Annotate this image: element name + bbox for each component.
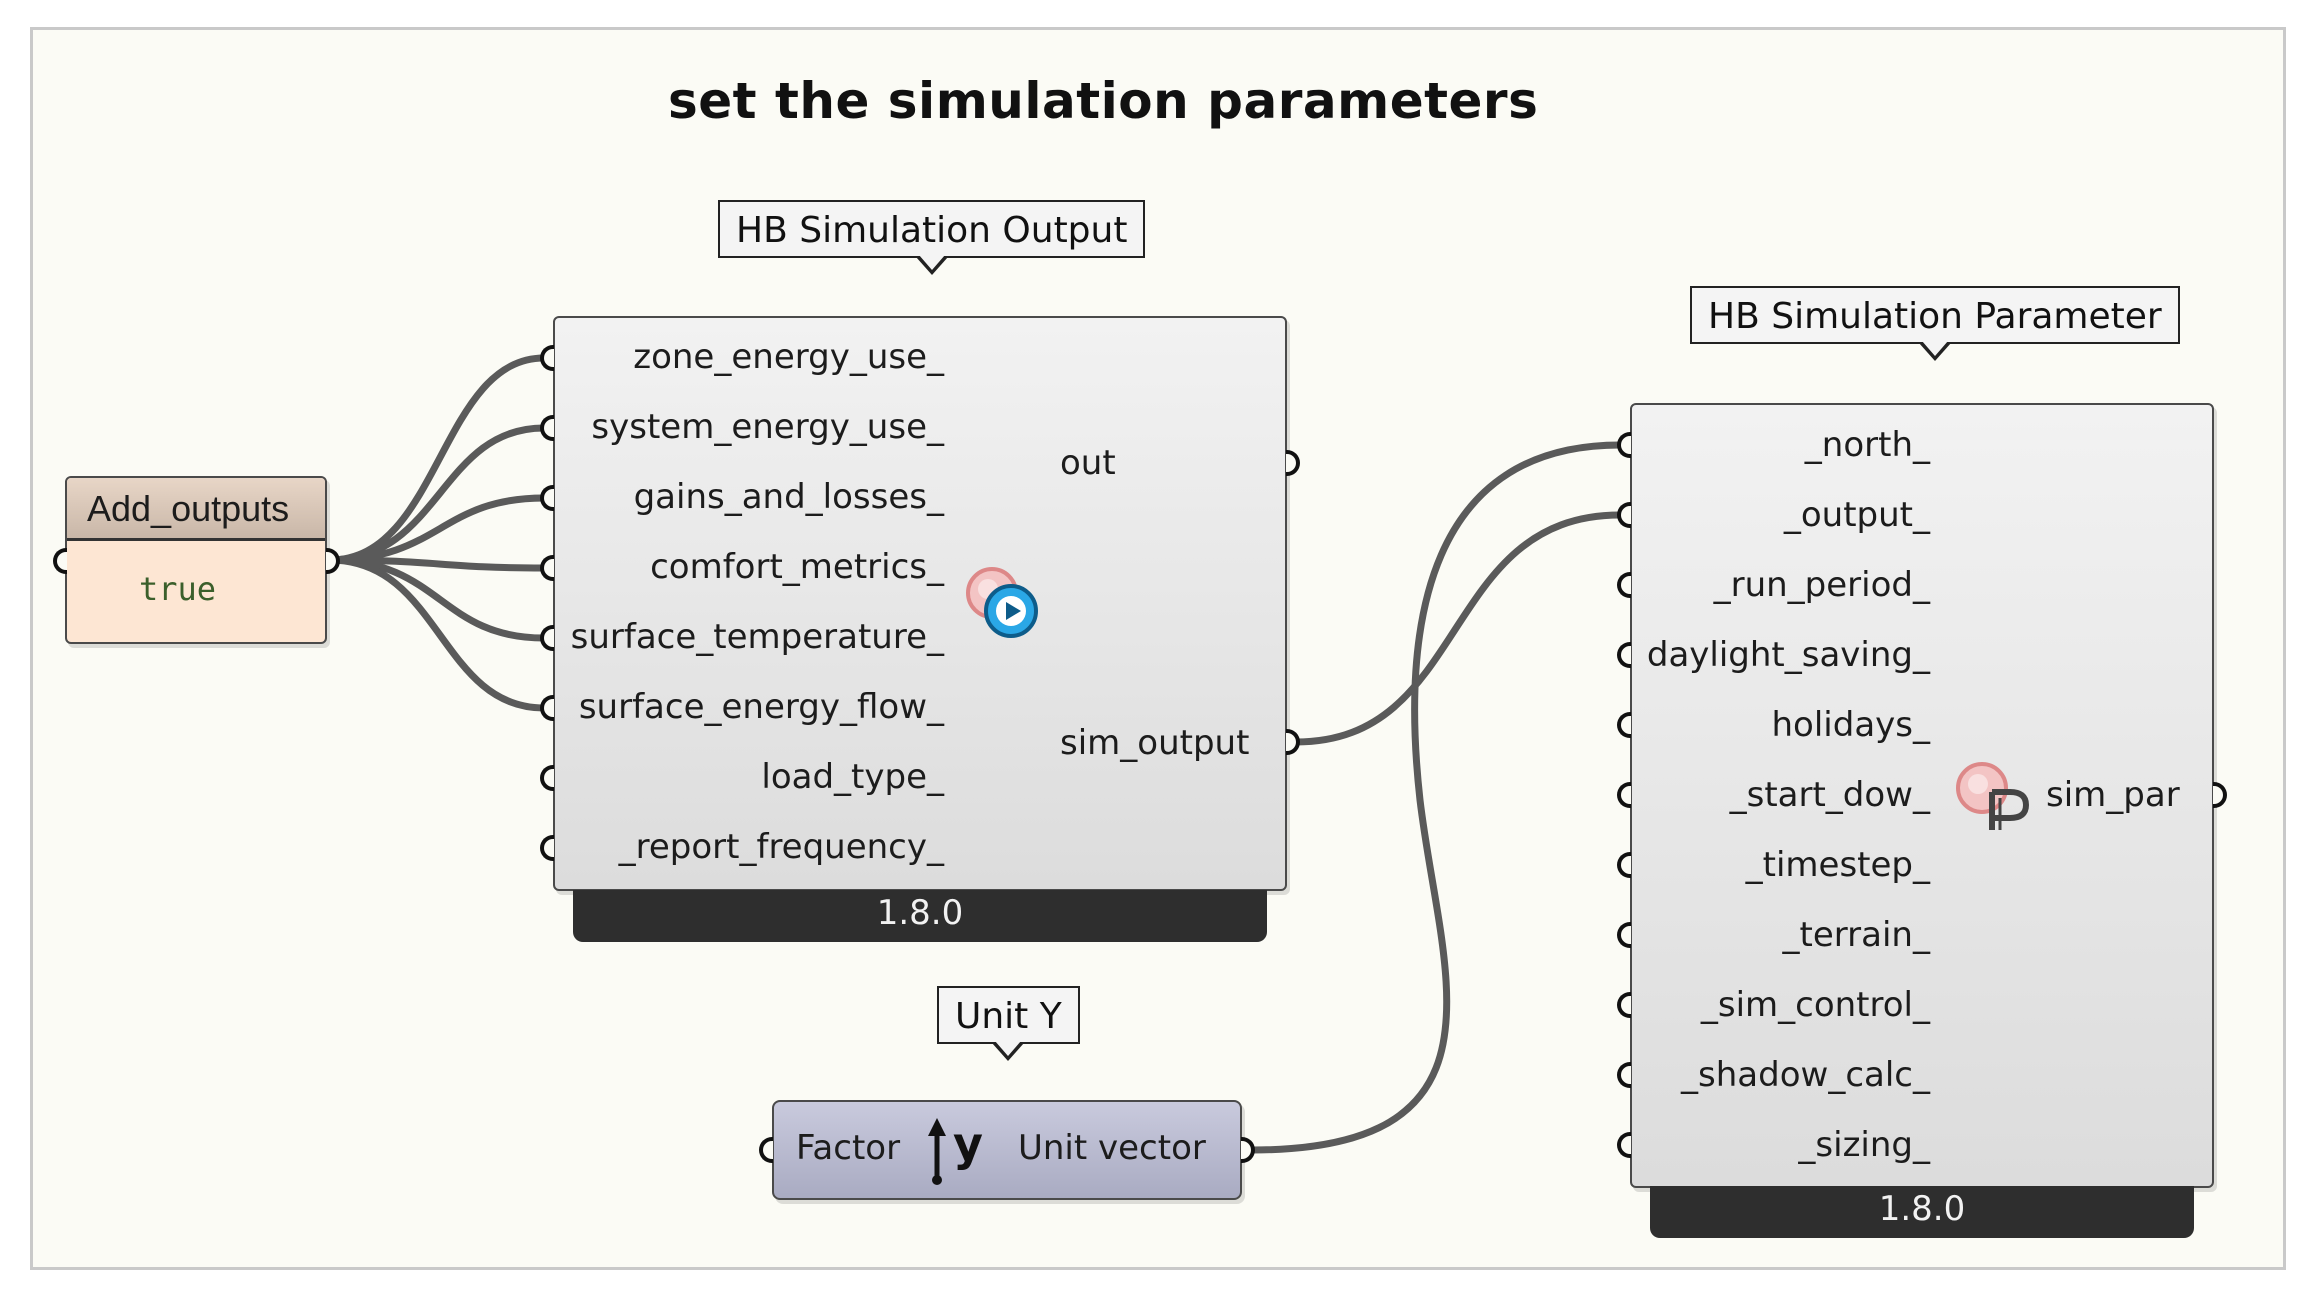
port-gains-and-losses[interactable] [540, 485, 554, 511]
toggle-output-port[interactable] [326, 548, 340, 574]
toggle-value[interactable]: true [139, 570, 217, 608]
input-gains-and-losses: gains_and_losses_ [633, 477, 944, 517]
input-daylight-saving: daylight_saving_ [1646, 635, 1930, 675]
hb-simulation-output-component[interactable] [553, 316, 1287, 891]
port-daylight-saving[interactable] [1617, 642, 1631, 668]
sim-param-version-bar: 1.8.0 [1650, 1186, 2194, 1238]
input-run-period: _run_period_ [1713, 565, 1930, 605]
wire-unitvector-north [1248, 441, 1624, 1154]
output-sim-output: sim_output [1060, 723, 1250, 763]
port-start-dow[interactable] [1617, 782, 1631, 808]
canvas-title: set the simulation parameters [668, 72, 1539, 130]
output-out: out [1060, 443, 1116, 483]
port-sim-par[interactable] [2213, 782, 2227, 808]
sim-param-version: 1.8.0 [1878, 1189, 1966, 1229]
hb-simulation-parameter-component[interactable] [1630, 403, 2214, 1188]
sim-output-version: 1.8.0 [876, 893, 964, 933]
input-start-dow: _start_dow_ [1729, 775, 1930, 815]
wire-simoutput-output [1292, 511, 1624, 746]
input-surface-energy-flow: surface_energy_flow_ [578, 687, 944, 727]
wire-toggle-surfflow [326, 556, 548, 712]
input-terrain: _terrain_ [1782, 915, 1930, 955]
unit-y-output-port[interactable] [1241, 1137, 1255, 1163]
input-zone-energy-use: zone_energy_use_ [633, 337, 944, 377]
toggle-input-port[interactable] [53, 548, 67, 574]
port-run-period[interactable] [1617, 572, 1631, 598]
port-report-frequency[interactable] [540, 835, 554, 861]
input-timestep: _timestep_ [1745, 845, 1930, 885]
port-surface-energy-flow[interactable] [540, 695, 554, 721]
unit-y-callout-text: Unit Y [955, 996, 1062, 1037]
unit-y-component[interactable] [772, 1100, 1242, 1200]
port-out[interactable] [1286, 450, 1300, 476]
boolean-toggle[interactable]: Add_outputs true [65, 476, 327, 644]
input-load-type: load_type_ [761, 757, 944, 797]
input-output: _output_ [1783, 495, 1930, 535]
port-output[interactable] [1617, 502, 1631, 528]
sim-output-callout: HB Simulation Output [718, 200, 1146, 275]
toggle-name: Add_outputs [87, 488, 290, 529]
port-terrain[interactable] [1617, 922, 1631, 948]
input-sizing: _sizing_ [1798, 1125, 1930, 1165]
play-icon [966, 567, 1038, 638]
input-surface-temperature: surface_temperature_ [570, 617, 944, 657]
port-sim-output[interactable] [1286, 729, 1300, 755]
output-sim-par: sim_par [2046, 775, 2180, 815]
unit-y-callout: Unit Y [937, 986, 1080, 1061]
port-load-type[interactable] [540, 765, 554, 791]
input-sim-control: _sim_control_ [1700, 985, 1930, 1025]
port-shadow-calc[interactable] [1617, 1062, 1631, 1088]
input-shadow-calc: _shadow_calc_ [1681, 1055, 1930, 1095]
port-system-energy-use[interactable] [540, 415, 554, 441]
sim-output-callout-text: HB Simulation Output [736, 210, 1128, 251]
unit-y-input-port[interactable] [759, 1137, 773, 1163]
port-sizing[interactable] [1617, 1132, 1631, 1158]
sim-param-callout: HB Simulation Parameter [1690, 286, 2180, 361]
port-comfort-metrics[interactable] [540, 555, 554, 581]
input-report-frequency: _report_frequency_ [618, 827, 944, 867]
input-holidays: holidays_ [1771, 705, 1931, 745]
port-surface-temperature[interactable] [540, 625, 554, 651]
port-sim-control[interactable] [1617, 992, 1631, 1018]
wire-toggle-system [326, 424, 548, 564]
port-timestep[interactable] [1617, 852, 1631, 878]
input-system-energy-use: system_energy_use_ [591, 407, 944, 447]
port-holidays[interactable] [1617, 712, 1631, 738]
unit-y-icon: y [928, 1117, 983, 1185]
toggle-header [67, 478, 325, 541]
input-comfort-metrics: comfort_metrics_ [650, 547, 944, 587]
svg-text:y: y [953, 1117, 983, 1171]
parameter-icon [1956, 762, 2030, 830]
port-zone-energy-use[interactable] [540, 345, 554, 371]
unit-y-input-label: Factor [796, 1128, 901, 1168]
sim-param-callout-text: HB Simulation Parameter [1708, 296, 2162, 337]
sim-output-version-bar: 1.8.0 [573, 890, 1267, 942]
port-north[interactable] [1617, 432, 1631, 458]
unit-y-output-label: Unit vector [1018, 1128, 1206, 1168]
input-north: _north_ [1804, 425, 1930, 465]
